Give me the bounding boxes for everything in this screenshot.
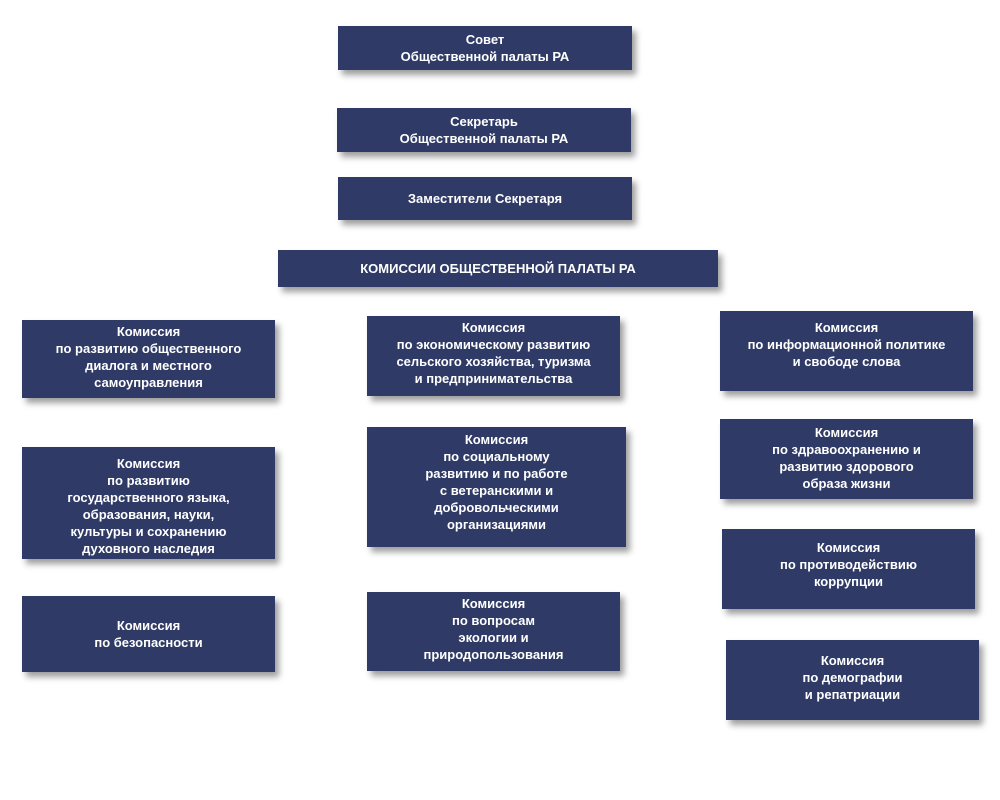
council-box: Совет Общественной палаты РА bbox=[338, 26, 632, 70]
commission-label: Комиссия по информационной политике и св… bbox=[747, 320, 946, 369]
commission-label: Комиссия по противодействию коррупции bbox=[780, 540, 917, 589]
commission-box: Комиссия по экономическому развитию сель… bbox=[367, 316, 620, 396]
commission-box: Комиссия по информационной политике и св… bbox=[720, 311, 973, 391]
commission-box: Комиссия по противодействию коррупции bbox=[722, 529, 975, 609]
commission-label: Комиссия по демографии и репатриации bbox=[802, 653, 903, 702]
commission-box: Комиссия по развитию государственного яз… bbox=[22, 447, 275, 559]
commission-label: Комиссия по развитию общественного диало… bbox=[55, 324, 242, 390]
commission-box: Комиссия по развитию общественного диало… bbox=[22, 320, 275, 398]
secretary-box: Секретарь Общественной палаты РА bbox=[337, 108, 631, 152]
commissions-header-box: КОМИССИИ ОБЩЕСТВЕННОЙ ПАЛАТЫ РА bbox=[278, 250, 718, 287]
commissions-header-label: КОМИССИИ ОБЩЕСТВЕННОЙ ПАЛАТЫ РА bbox=[360, 261, 636, 276]
deputies-label: Заместители Секретаря bbox=[407, 191, 563, 206]
commission-label: Комиссия по безопасности bbox=[94, 618, 203, 650]
commission-box: Комиссия по безопасности bbox=[22, 596, 275, 672]
commission-label: Комиссия по вопросам экологии и природоп… bbox=[423, 596, 564, 662]
deputies-box: Заместители Секретаря bbox=[338, 177, 632, 220]
commission-box: Комиссия по вопросам экологии и природоп… bbox=[367, 592, 620, 671]
council-label: Совет Общественной палаты РА bbox=[400, 32, 570, 64]
commission-label: Комиссия по социальному развитию и по ра… bbox=[425, 432, 568, 532]
commission-label: Комиссия по развитию государственного яз… bbox=[67, 456, 230, 556]
commission-label: Комиссия по экономическому развитию сель… bbox=[396, 320, 591, 386]
commission-box: Комиссия по демографии и репатриации bbox=[726, 640, 979, 720]
commission-box: Комиссия по здравоохранению и развитию з… bbox=[720, 419, 973, 499]
secretary-label: Секретарь Общественной палаты РА bbox=[399, 114, 569, 146]
commission-box: Комиссия по социальному развитию и по ра… bbox=[367, 427, 626, 547]
commission-label: Комиссия по здравоохранению и развитию з… bbox=[772, 425, 921, 491]
